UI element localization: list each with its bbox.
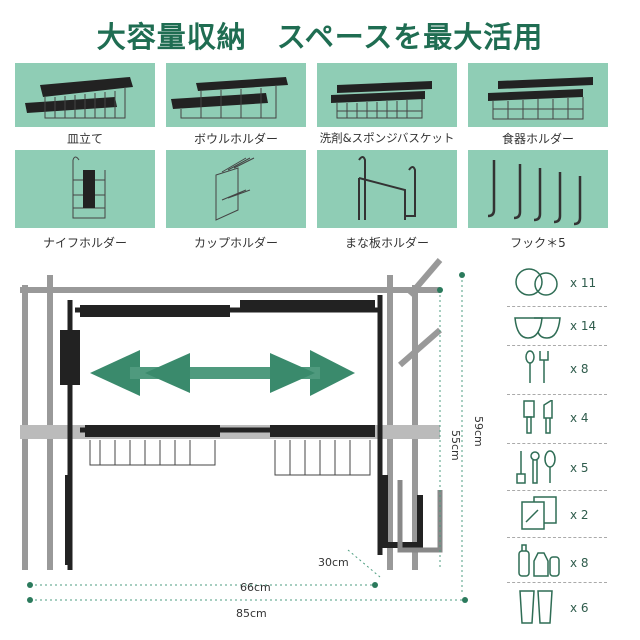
cutting-board-holder-icon — [317, 150, 457, 228]
capacity-count: x 8 — [570, 362, 589, 376]
accessory-label: 皿立て — [66, 132, 103, 146]
dimension-depth: 30cm — [318, 556, 349, 569]
accessory-label: 洗剤&スポンジバスケット — [319, 131, 455, 145]
bowl-holder-icon — [166, 63, 306, 127]
divider — [507, 537, 607, 538]
capacity-count: x 8 — [570, 556, 589, 570]
capacity-count: x 6 — [570, 601, 589, 615]
dimension-height-total: 59cm — [472, 416, 485, 447]
capacity-count: x 11 — [570, 276, 597, 290]
cup-holder-icon — [166, 150, 306, 228]
divider — [507, 345, 607, 346]
capacity-count: x 14 — [570, 319, 597, 333]
page-title: 大容量収納 スペースを最大活用 — [96, 20, 544, 54]
accessory-label: フック＊5 — [510, 236, 566, 250]
accessory-label: まな板ホルダー — [344, 236, 429, 250]
divider — [507, 306, 607, 307]
dimension-width-max: 85cm — [236, 607, 267, 620]
kitchen-tools-icon — [516, 450, 556, 484]
bowls-icon — [514, 317, 561, 339]
accessory-label: カップホルダー — [193, 236, 278, 250]
capacity-count: x 2 — [570, 508, 589, 522]
bottles-icon — [518, 544, 560, 577]
divider — [507, 490, 607, 491]
cutting-boards-icon — [521, 496, 557, 530]
accessory-label: ボウルホルダー — [193, 132, 278, 146]
sponge-basket-icon — [317, 63, 457, 127]
divider — [507, 394, 607, 395]
dimension-height-inner: 55cm — [449, 430, 462, 461]
accessory-label: ナイフホルダー — [42, 236, 127, 250]
dish-rack-icon — [15, 63, 155, 127]
dimension-width-min: 66cm — [240, 581, 271, 594]
utensil-holder-icon — [468, 63, 608, 127]
capacity-count: x 4 — [570, 411, 589, 425]
hooks-icon — [468, 150, 608, 228]
knives-icon — [523, 400, 553, 434]
glasses-icon — [519, 590, 553, 624]
plates-icon — [515, 268, 558, 296]
accessory-label: 食器ホルダー — [501, 132, 574, 146]
knife-holder-icon — [15, 150, 155, 228]
cutlery-icon — [525, 350, 549, 383]
rack-illustration — [20, 258, 468, 603]
divider — [507, 582, 607, 583]
capacity-count: x 5 — [570, 461, 589, 475]
divider — [507, 443, 607, 444]
